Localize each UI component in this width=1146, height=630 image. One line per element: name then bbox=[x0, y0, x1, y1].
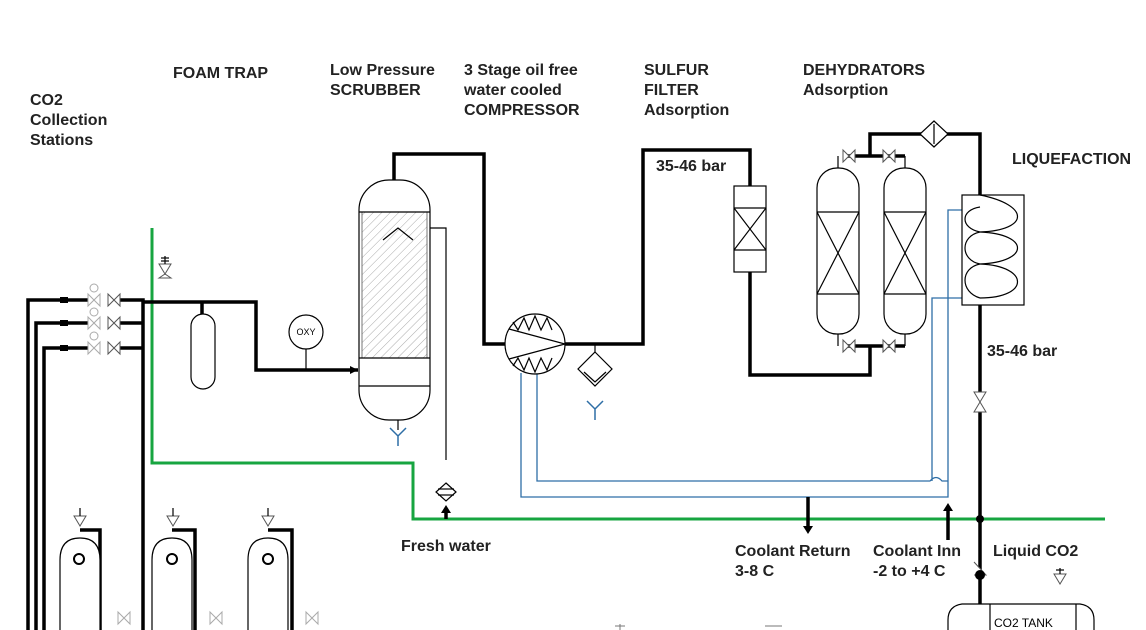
co2-collection-line-3: Stations bbox=[30, 132, 94, 149]
dehydrators-line-2: Adsorption bbox=[803, 82, 889, 99]
coolant-arrows bbox=[803, 497, 953, 540]
coolant-inn-label: Coolant Inn -2 to +4 C bbox=[873, 542, 961, 582]
pressure-right-label: 35-46 bar bbox=[987, 343, 1058, 360]
compressor-separator bbox=[577, 344, 613, 420]
fresh-water-line bbox=[150, 228, 1105, 521]
liquid-co2-label: Liquid CO2 bbox=[993, 543, 1079, 560]
co2-collection-line-1: CO2 bbox=[30, 92, 63, 109]
drain-icon bbox=[389, 427, 407, 446]
scrubber-line-1: Low Pressure bbox=[330, 62, 435, 79]
co2-tank: CO2 TANK bbox=[947, 568, 1095, 630]
compressor-line-1: 3 Stage oil free bbox=[464, 62, 578, 79]
dehydrators-line-1: DEHYDRATORS bbox=[803, 62, 926, 79]
scrubber-label: Low Pressure SCRUBBER bbox=[330, 61, 435, 101]
coolant-return-label: Coolant Return 3-8 C bbox=[735, 542, 851, 582]
fresh-water-inlet bbox=[435, 482, 457, 519]
dehydrators bbox=[816, 120, 982, 354]
scrubber-column bbox=[358, 152, 505, 460]
collection-check-valves bbox=[60, 283, 121, 356]
sulfur-filter bbox=[733, 185, 872, 377]
liquefaction-unit bbox=[961, 194, 1025, 630]
compressor-line-3: COMPRESSOR bbox=[464, 102, 580, 119]
oxy-sensor-label: OXY bbox=[296, 327, 315, 337]
sulfur-filter-label: SULFUR FILTER Adsorption bbox=[644, 61, 729, 121]
compressor-label: 3 Stage oil free water cooled COMPRESSOR bbox=[464, 61, 580, 121]
foam-trap-label: FOAM TRAP bbox=[173, 65, 269, 82]
manifold-pipe bbox=[120, 298, 358, 630]
flow-arrow bbox=[350, 366, 358, 374]
foam-trap-vessel bbox=[190, 302, 216, 390]
dehydrators-label: DEHYDRATORS Adsorption bbox=[803, 61, 925, 101]
coolant-inn-line-2: -2 to +4 C bbox=[873, 563, 946, 580]
oxy-sensor: OXY bbox=[288, 314, 324, 370]
coolant-inn-line-1: Coolant Inn bbox=[873, 543, 961, 560]
sulfur-filter-line-1: SULFUR bbox=[644, 62, 709, 79]
coolant-inn-line bbox=[536, 297, 962, 482]
collection-tanks bbox=[59, 508, 782, 630]
fresh-water-label: Fresh water bbox=[401, 538, 491, 555]
co2-tank-label: CO2 TANK bbox=[994, 616, 1053, 630]
sulfur-filter-line-3: Adsorption bbox=[644, 102, 730, 119]
compressor bbox=[504, 148, 752, 375]
safety-valve-icon bbox=[157, 256, 173, 279]
coolant-return-line-2: 3-8 C bbox=[735, 563, 775, 580]
coolant-return-line bbox=[520, 209, 962, 498]
coolant-return-line-1: Coolant Return bbox=[735, 543, 851, 560]
co2-collection-line-2: Collection bbox=[30, 112, 108, 129]
co2-collection-label: CO2 Collection Stations bbox=[30, 91, 107, 151]
scrubber-line-2: SCRUBBER bbox=[330, 82, 421, 99]
sulfur-filter-line-2: FILTER bbox=[644, 82, 699, 99]
pressure-top-label: 35-46 bar bbox=[656, 158, 727, 175]
compressor-line-2: water cooled bbox=[464, 82, 562, 99]
liquefaction-label: LIQUEFACTION bbox=[1012, 151, 1132, 168]
